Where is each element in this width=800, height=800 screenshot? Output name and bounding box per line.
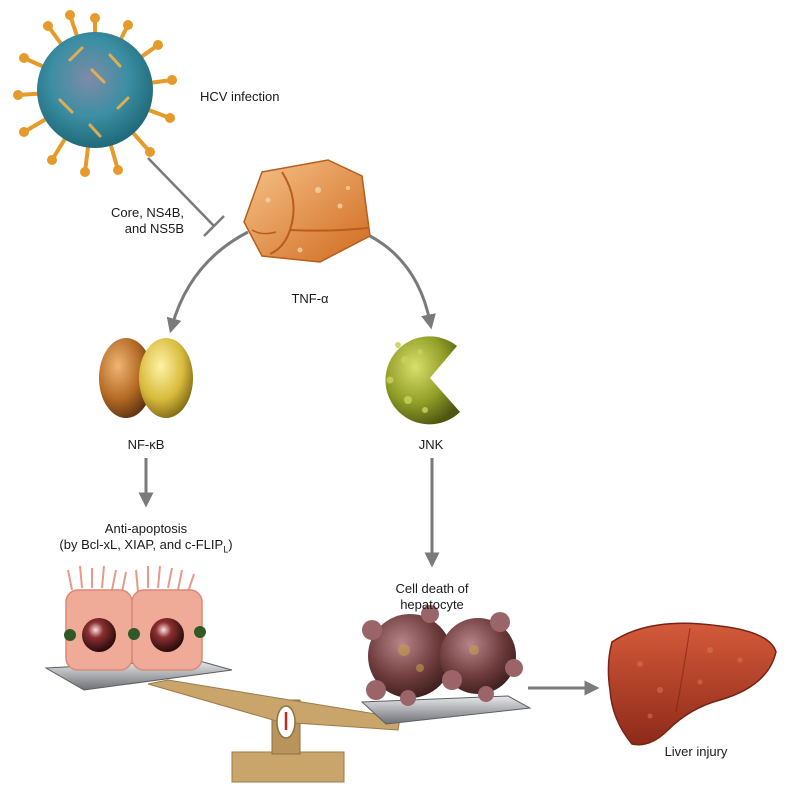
- balance-scale: [147, 679, 401, 783]
- jnk-icon: [385, 336, 460, 425]
- anti-apoptosis-subscript: L: [223, 544, 229, 555]
- nfkb-icon: [99, 338, 193, 418]
- cell-death-line-2: hepatocyte: [400, 597, 464, 612]
- hcv-virus-icon: [13, 10, 177, 177]
- viral-proteins-line-1: Core, NS4B,: [111, 205, 184, 220]
- anti-apoptosis-close: ): [228, 537, 233, 552]
- liver-injury-label: Liver injury: [664, 744, 728, 759]
- right-tray: [360, 695, 532, 725]
- viral-proteins-label: Core, NS4B, and NS5B: [74, 205, 184, 237]
- anti-apoptosis-text: (by Bcl-xL, XIAP, and c-FLIP: [59, 537, 224, 552]
- viral-proteins-line-2: and NS5B: [124, 221, 184, 236]
- tnf-alpha-label: TNF-α: [291, 291, 329, 306]
- cell-death-line-1: Cell death of: [395, 581, 469, 596]
- arrow-tnf-to-nfkb: [166, 230, 249, 334]
- healthy-hepatocyte-cells: [64, 565, 206, 671]
- jnk-label: JNK: [418, 437, 444, 452]
- liver-icon: [607, 622, 777, 746]
- cell-death-label: Cell death of hepatocyte: [372, 581, 492, 613]
- anti-apoptosis-line-2: (by Bcl-xL, XIAP, and c-FLIPL): [16, 537, 276, 558]
- anti-apoptosis-line-1: Anti-apoptosis: [104, 521, 188, 536]
- arrow-tnf-to-jnk: [369, 234, 436, 330]
- dead-hepatocyte-cells: [362, 605, 523, 706]
- inhibition-line: [147, 157, 225, 237]
- nfkb-label: NF-κB: [127, 437, 165, 452]
- anti-apoptosis-label: Anti-apoptosis (by Bcl-xL, XIAP, and c-F…: [16, 521, 276, 558]
- tnf-alpha-icon: [243, 159, 371, 263]
- hcv-infection-label: HCV infection: [200, 89, 280, 104]
